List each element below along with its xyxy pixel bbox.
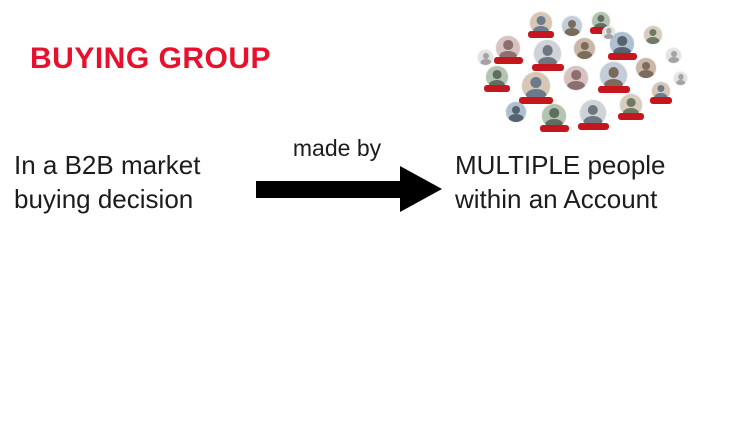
- person-avatar: [666, 48, 681, 63]
- avatar-name-tag: [493, 57, 523, 64]
- arrow-body: [256, 181, 400, 198]
- person-avatar: [610, 32, 634, 56]
- arrow-head: [400, 166, 442, 212]
- right-text-block: MULTIPLE people within an Account: [455, 148, 666, 216]
- person-avatar: [636, 58, 656, 78]
- avatar-name-tag: [519, 97, 553, 104]
- person-avatar: [620, 94, 642, 116]
- person-avatar: [564, 66, 588, 90]
- person-avatar: [652, 82, 670, 100]
- right-arrow-icon: [256, 166, 442, 212]
- person-avatar: [602, 26, 615, 39]
- avatar-name-tag: [590, 27, 612, 34]
- person-avatar: [506, 102, 526, 122]
- person-avatar: [478, 50, 493, 65]
- slide-title: BUYING GROUP: [30, 42, 272, 75]
- person-avatar: [574, 38, 595, 59]
- avatar-name-tag: [607, 53, 637, 60]
- avatar-name-tag: [531, 64, 564, 71]
- person-avatar: [522, 72, 550, 100]
- avatar-name-tag: [577, 123, 609, 130]
- person-avatar: [530, 12, 552, 34]
- person-avatar: [600, 62, 627, 89]
- left-text-line-2: buying decision: [14, 184, 194, 214]
- avatar-name-tag: [484, 85, 510, 92]
- person-avatar: [534, 40, 561, 67]
- person-avatar: [674, 72, 687, 85]
- arrow-label: made by: [292, 135, 382, 161]
- avatar-name-tag: [618, 113, 644, 120]
- avatar-name-tag: [539, 125, 569, 132]
- avatar-name-tag: [650, 97, 672, 104]
- avatar-name-tag: [597, 86, 630, 93]
- person-avatar: [562, 16, 582, 36]
- avatar-name-tag: [528, 31, 554, 38]
- person-avatar: [580, 100, 606, 126]
- left-text-block: In a B2B market buying decision: [14, 148, 200, 216]
- people-avatars-cluster: [478, 10, 696, 134]
- right-text-line-1: MULTIPLE people: [455, 150, 666, 180]
- person-avatar: [496, 36, 520, 60]
- right-text-line-2: within an Account: [455, 184, 658, 214]
- left-text-line-1: In a B2B market: [14, 150, 201, 180]
- person-avatar: [486, 66, 508, 88]
- person-avatar: [542, 104, 566, 128]
- person-avatar: [644, 26, 662, 44]
